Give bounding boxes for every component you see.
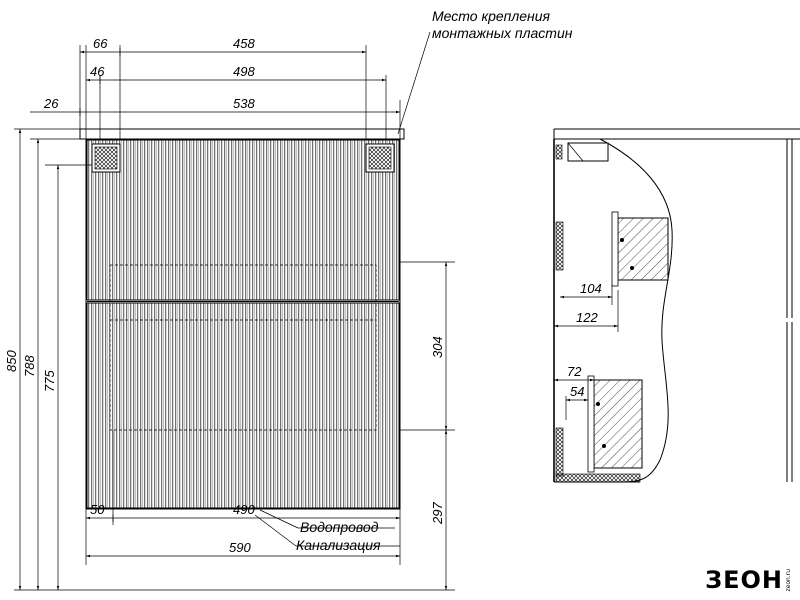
sewer-callout: Канализация bbox=[296, 537, 381, 553]
side-mount-bracket bbox=[567, 142, 609, 162]
brand-logo: ЗЕОН zeon.ru bbox=[705, 566, 792, 594]
dim-490: 490 bbox=[233, 502, 255, 517]
water-callout: Водопровод bbox=[300, 519, 379, 535]
dim-122: 122 bbox=[576, 310, 598, 325]
dim-50: 50 bbox=[90, 502, 105, 517]
front-right-dimensions bbox=[400, 261, 455, 591]
mount-callout-line1: Место крепления bbox=[432, 8, 551, 24]
dim-66: 66 bbox=[93, 36, 108, 51]
dim-297: 297 bbox=[430, 502, 445, 525]
front-view bbox=[79, 128, 405, 510]
front-cabinet-body bbox=[85, 138, 401, 510]
upper-drawer-section bbox=[617, 217, 669, 281]
dim-590: 590 bbox=[229, 540, 251, 555]
dim-775: 775 bbox=[42, 370, 57, 392]
dim-304: 304 bbox=[430, 336, 445, 358]
dim-498: 498 bbox=[233, 64, 255, 79]
dim-788: 788 bbox=[22, 355, 37, 377]
front-top-dimensions bbox=[30, 45, 401, 139]
upper-drawer-front bbox=[86, 139, 400, 301]
hidden-inner-drawer bbox=[109, 264, 377, 431]
dim-26: 26 bbox=[43, 96, 59, 111]
brand-logo-text: ЗЕОН bbox=[705, 566, 783, 594]
front-top-slab bbox=[79, 128, 405, 140]
side-dimensions: 104 122 72 54 bbox=[554, 281, 619, 420]
lower-drawer-section bbox=[593, 379, 643, 469]
dim-538: 538 bbox=[233, 96, 255, 111]
front-left-dimensions bbox=[14, 128, 400, 591]
dim-46: 46 bbox=[90, 64, 105, 79]
mount-callout-line2: монтажных пластин bbox=[432, 25, 573, 41]
leaders bbox=[254, 31, 431, 547]
dim-850: 850 bbox=[4, 350, 19, 372]
side-view bbox=[553, 128, 800, 483]
lower-drawer-front bbox=[86, 302, 400, 509]
dim-54: 54 bbox=[570, 384, 584, 399]
dim-72: 72 bbox=[567, 364, 582, 379]
brand-logo-sub: zeon.ru bbox=[785, 568, 792, 592]
callouts: Место крепления монтажных пластин Водопр… bbox=[296, 8, 573, 553]
front-dim-labels: 66 458 46 498 26 538 850 788 775 304 297… bbox=[4, 36, 445, 555]
dim-458: 458 bbox=[233, 36, 255, 51]
front-bottom-dimensions bbox=[85, 430, 401, 565]
dim-104: 104 bbox=[580, 281, 602, 296]
